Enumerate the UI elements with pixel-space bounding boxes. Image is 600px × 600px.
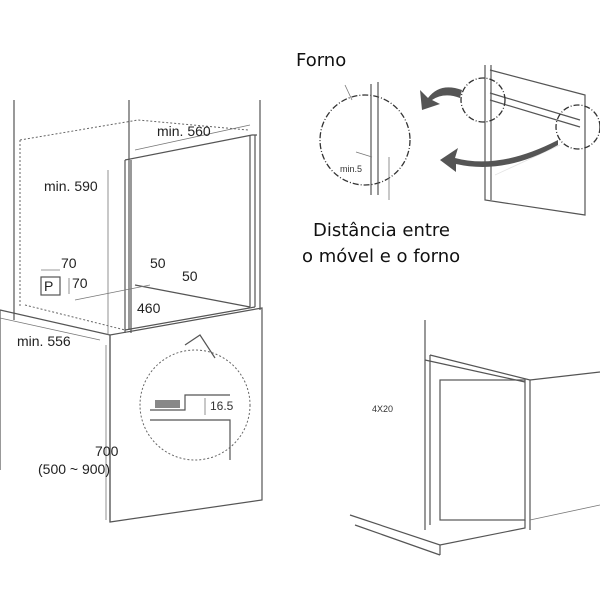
caption-line1: Distância entre — [313, 220, 450, 241]
cabinet-niche-drawing — [0, 100, 263, 523]
dim-460: 460 — [137, 300, 161, 316]
dim-16-5: 16.5 — [210, 399, 234, 413]
dim-70-width: 70 — [61, 255, 77, 271]
dim-700: 700 — [95, 443, 119, 459]
p-label: P — [44, 278, 53, 294]
dim-50-b: 50 — [182, 268, 198, 284]
dim-70-height: 70 — [72, 275, 88, 291]
forno-label: Forno — [296, 50, 346, 71]
dim-min556: min. 556 — [17, 333, 71, 349]
screws-label: 4X20 — [372, 404, 393, 414]
min5-label: min.5 — [340, 164, 362, 174]
oven-mounting-drawing — [349, 320, 600, 556]
oven-gap-detail-drawing — [319, 65, 600, 216]
dim-min560: min. 560 — [157, 123, 211, 139]
dim-50-a: 50 — [150, 255, 166, 271]
caption-line2: o móvel e o forno — [302, 246, 460, 267]
dim-min590: min. 590 — [44, 178, 98, 194]
dim-range: (500 ~ 900) — [38, 461, 110, 477]
